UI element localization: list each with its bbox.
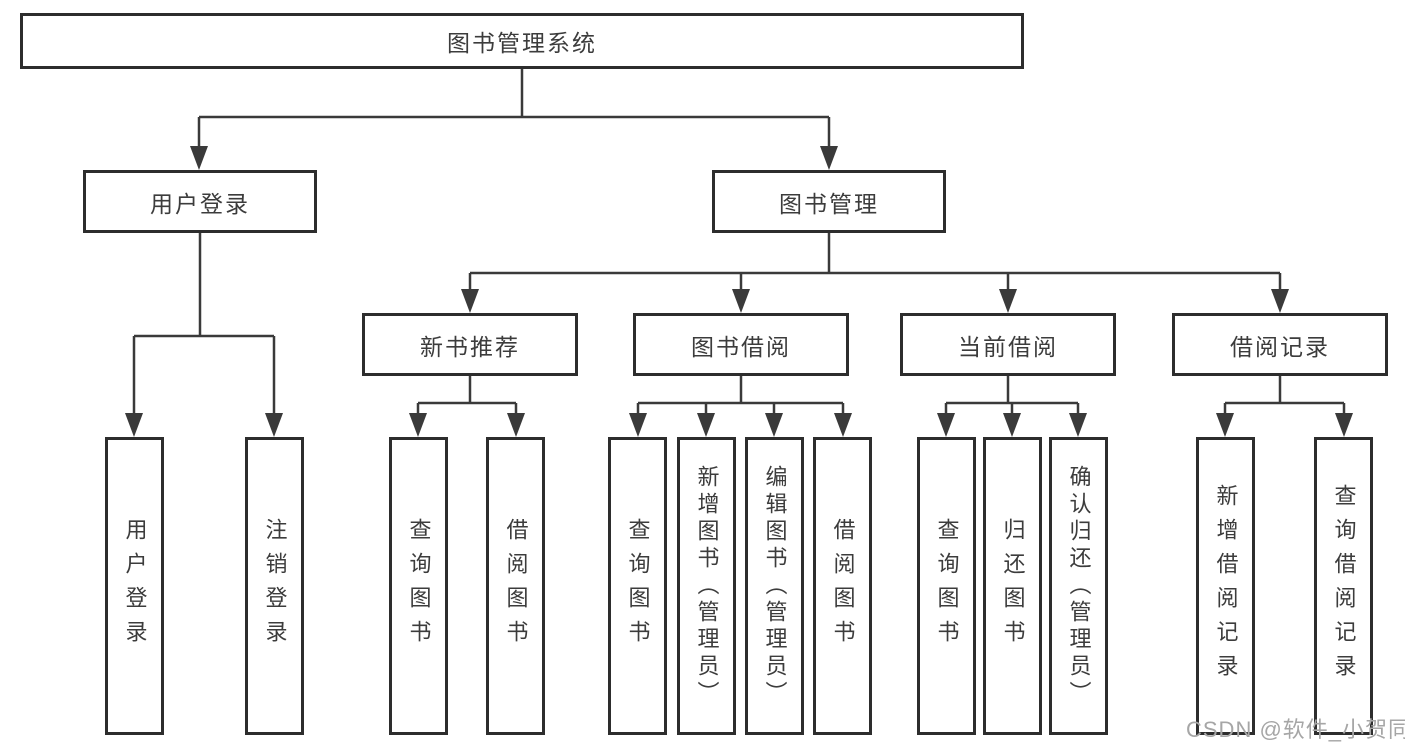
leaf-edit-books-admin: 编辑图书（管理员） <box>745 437 804 735</box>
connector-root-to-level2 <box>197 69 831 150</box>
node-label: 编辑图书（管理员） <box>762 464 788 708</box>
leaf-user-login: 用户登录 <box>105 437 164 735</box>
node-new-book-recommendation: 新书推荐 <box>362 313 578 376</box>
node-label: 图书借阅 <box>691 333 791 360</box>
leaf-query-books-recommend: 查询图书 <box>389 437 448 735</box>
leaf-query-borrow-record: 查询借阅记录 <box>1314 437 1373 735</box>
node-label: 查询图书 <box>625 518 651 654</box>
node-label: 确认归还（管理员） <box>1066 464 1092 708</box>
node-label: 用户登录 <box>122 518 148 654</box>
node-label: 借阅记录 <box>1230 333 1330 360</box>
arrowheads <box>125 146 1353 437</box>
leaf-add-books-admin: 新增图书（管理员） <box>677 437 736 735</box>
arrowhead <box>125 413 143 437</box>
node-label: 当前借阅 <box>958 333 1058 360</box>
arrowhead <box>461 289 479 313</box>
node-current-borrowing: 当前借阅 <box>900 313 1116 376</box>
connector-new-book-children <box>416 376 518 417</box>
arrowhead <box>732 289 750 313</box>
csdn-watermark: CSDN @软件_小贺同学 <box>1186 717 1405 742</box>
arrowhead <box>834 413 852 437</box>
node-label: 图书管理 <box>779 190 879 217</box>
leaf-logout: 注销登录 <box>245 437 304 735</box>
node-label: 注销登录 <box>262 518 288 654</box>
arrowhead <box>999 289 1017 313</box>
arrowhead <box>1216 413 1234 437</box>
leaf-add-borrow-record: 新增借阅记录 <box>1196 437 1255 735</box>
node-label: 借阅图书 <box>830 518 856 654</box>
node-borrowing-records: 借阅记录 <box>1172 313 1388 376</box>
connector-book-borrow-children <box>636 376 845 417</box>
connector-current-borrow-children <box>944 376 1080 417</box>
connector-user-login-children <box>132 233 276 417</box>
node-book-management: 图书管理 <box>712 170 946 233</box>
arrowhead <box>1003 413 1021 437</box>
node-label: 图书管理系统 <box>447 30 597 56</box>
node-user-login: 用户登录 <box>83 170 317 233</box>
node-label: 归还图书 <box>1000 518 1026 654</box>
arrowhead <box>507 413 525 437</box>
arrowhead <box>629 413 647 437</box>
node-library-management-system: 图书管理系统 <box>20 13 1024 69</box>
connector-book-management-children <box>468 233 1282 293</box>
arrowhead <box>409 413 427 437</box>
leaf-query-books-borrowing: 查询图书 <box>608 437 667 735</box>
arrowhead <box>1271 289 1289 313</box>
leaf-borrow-books-borrowing: 借阅图书 <box>813 437 872 735</box>
leaf-query-books-current: 查询图书 <box>917 437 976 735</box>
node-label: 查询图书 <box>934 518 960 654</box>
node-label: 新书推荐 <box>420 333 520 360</box>
node-label: 查询图书 <box>406 518 432 654</box>
arrowhead <box>265 413 283 437</box>
arrowhead <box>820 146 838 170</box>
leaf-borrow-books-recommend: 借阅图书 <box>486 437 545 735</box>
arrowhead <box>937 413 955 437</box>
leaf-confirm-return-admin: 确认归还（管理员） <box>1049 437 1108 735</box>
node-label: 新增借阅记录 <box>1213 484 1239 688</box>
arrowhead <box>1069 413 1087 437</box>
arrowhead <box>697 413 715 437</box>
arrowhead <box>765 413 783 437</box>
node-label: 借阅图书 <box>503 518 529 654</box>
arrowhead <box>1335 413 1353 437</box>
node-book-borrowing: 图书借阅 <box>633 313 849 376</box>
leaf-return-books: 归还图书 <box>983 437 1042 735</box>
connector-borrow-records-children <box>1223 376 1346 417</box>
node-label: 用户登录 <box>150 190 250 217</box>
arrowhead <box>190 146 208 170</box>
node-label: 查询借阅记录 <box>1331 484 1357 688</box>
node-label: 新增图书（管理员） <box>694 464 720 708</box>
